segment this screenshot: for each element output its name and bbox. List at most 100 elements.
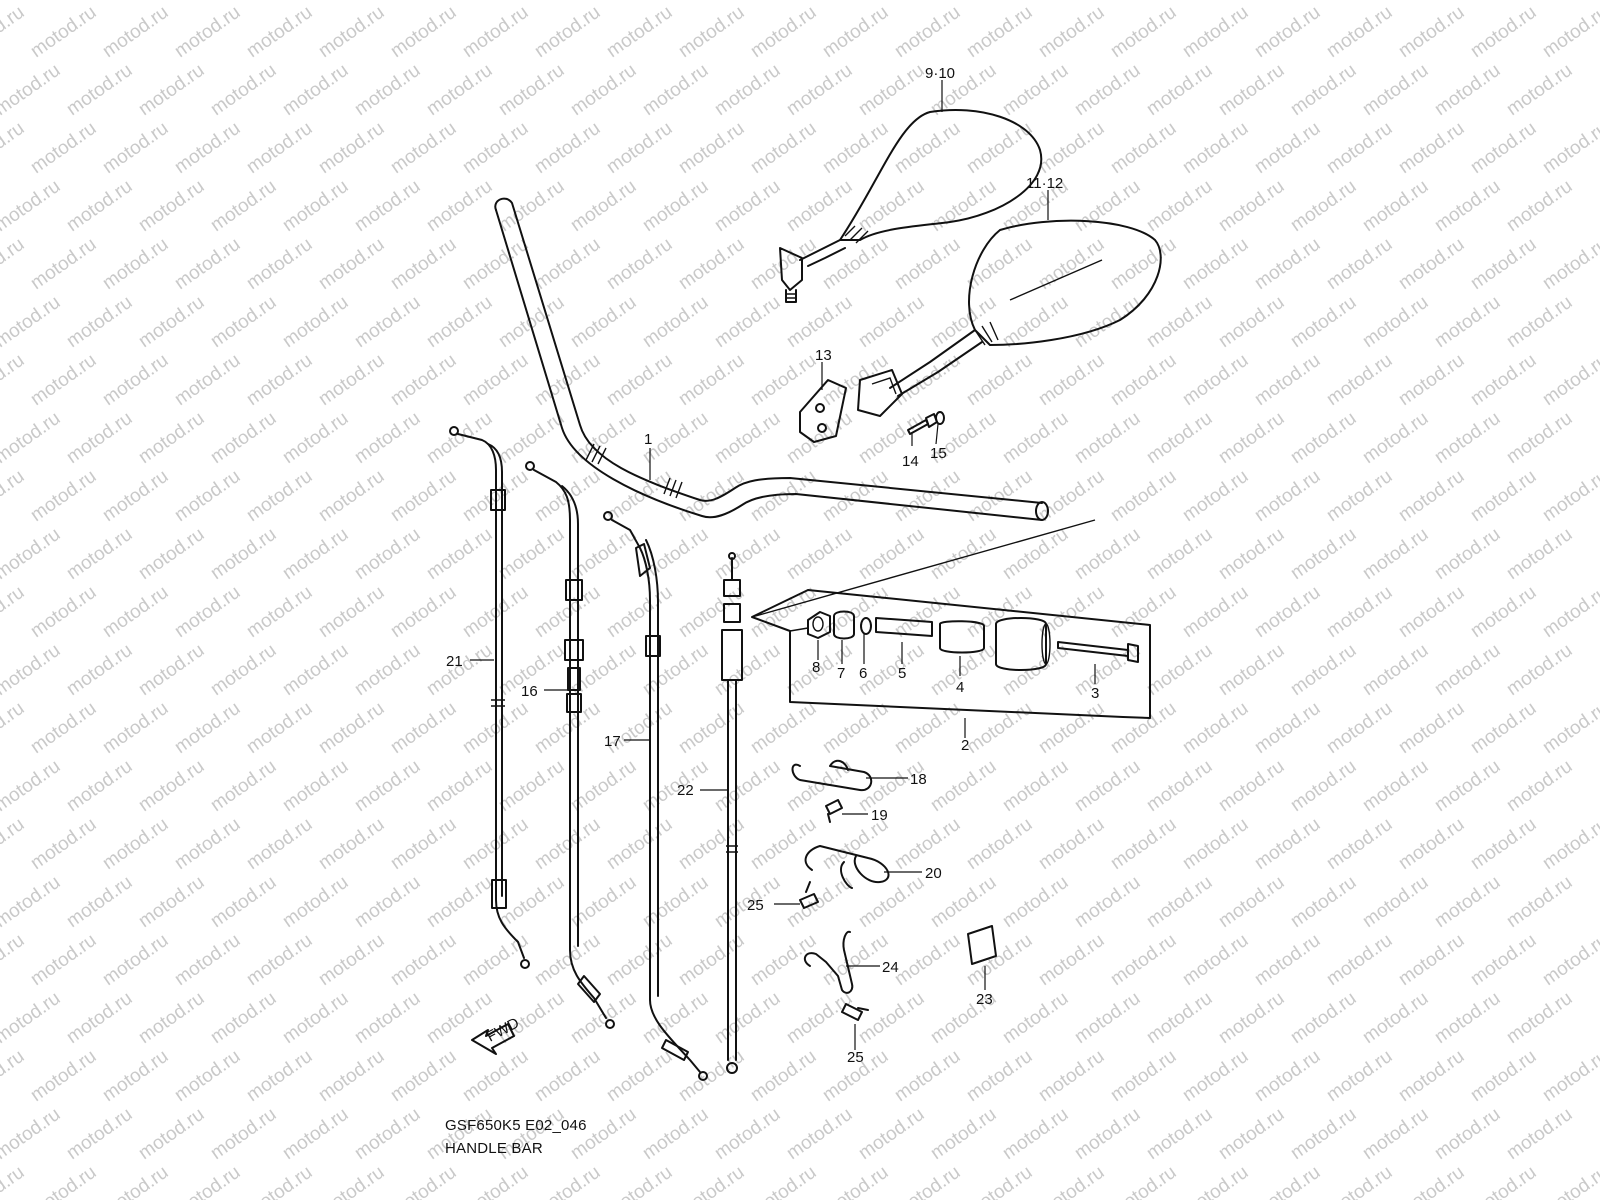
watermark-text: motod.ru xyxy=(1467,1046,1540,1106)
watermark-text: motod.ru xyxy=(1143,1104,1216,1164)
watermark-text: motod.ru xyxy=(675,930,748,990)
watermark-text: motod.ru xyxy=(387,118,460,178)
watermark-text: motod.ru xyxy=(0,524,64,584)
watermark-text: motod.ru xyxy=(207,0,280,4)
watermark-text: motod.ru xyxy=(387,698,460,758)
watermark-text: motod.ru xyxy=(999,872,1072,932)
diagram-code: GSF650K5 E02_046 xyxy=(445,1117,587,1134)
watermark-text: motod.ru xyxy=(1431,756,1504,816)
watermark-text: motod.ru xyxy=(963,814,1036,874)
watermark-text: motod.ru xyxy=(171,930,244,990)
watermark-text: motod.ru xyxy=(207,524,280,584)
watermark-text: motod.ru xyxy=(243,814,316,874)
watermark-text: motod.ru xyxy=(315,582,388,642)
watermark-text: motod.ru xyxy=(1359,292,1432,352)
watermark-text: motod.ru xyxy=(0,1046,28,1106)
watermark-text: motod.ru xyxy=(0,640,64,700)
watermark-text: motod.ru xyxy=(1071,756,1144,816)
callout-22: 22 xyxy=(677,782,694,799)
watermark-text: motod.ru xyxy=(63,524,136,584)
watermark-text: motod.ru xyxy=(243,698,316,758)
callout-19: 19 xyxy=(871,807,888,824)
watermark-text: motod.ru xyxy=(99,234,172,294)
watermark-text: motod.ru xyxy=(783,292,856,352)
watermark-text: motod.ru xyxy=(1215,60,1288,120)
watermark-text: motod.ru xyxy=(171,814,244,874)
watermark-text: motod.ru xyxy=(1323,466,1396,526)
watermark-text: motod.ru xyxy=(1395,1046,1468,1106)
watermark-text: motod.ru xyxy=(1251,234,1324,294)
watermark-text: motod.ru xyxy=(783,408,856,468)
watermark-text: motod.ru xyxy=(1107,234,1180,294)
watermark-text: motod.ru xyxy=(1539,698,1600,758)
watermark-text: motod.ru xyxy=(1035,1162,1108,1200)
watermark-text: motod.ru xyxy=(1323,930,1396,990)
watermark-text: motod.ru xyxy=(1071,872,1144,932)
watermark-text: motod.ru xyxy=(63,756,136,816)
watermark-text: motod.ru xyxy=(171,234,244,294)
watermark-text: motod.ru xyxy=(1215,1104,1288,1164)
watermark-text: motod.ru xyxy=(1539,582,1600,642)
watermark-text: motod.ru xyxy=(243,466,316,526)
watermark-text: motod.ru xyxy=(99,466,172,526)
watermark-text: motod.ru xyxy=(1035,930,1108,990)
watermark-text: motod.ru xyxy=(1431,60,1504,120)
watermark-text: motod.ru xyxy=(1107,118,1180,178)
watermark-text: motod.ru xyxy=(0,698,28,758)
watermark-text: motod.ru xyxy=(1395,118,1468,178)
watermark-text: motod.ru xyxy=(171,466,244,526)
watermark-text: motod.ru xyxy=(783,524,856,584)
watermark-text: motod.ru xyxy=(1467,698,1540,758)
bolt-19 xyxy=(825,799,843,823)
watermark-text: motod.ru xyxy=(63,0,136,4)
watermark-text: motod.ru xyxy=(171,582,244,642)
watermark-text: motod.ru xyxy=(1179,582,1252,642)
callout-13: 13 xyxy=(815,347,832,364)
watermark-text: motod.ru xyxy=(1071,292,1144,352)
mirror-right xyxy=(857,219,1162,417)
watermark-text: motod.ru xyxy=(531,2,604,62)
watermark-text: motod.ru xyxy=(171,118,244,178)
watermark-text: motod.ru xyxy=(711,1104,784,1164)
watermark-text: motod.ru xyxy=(963,118,1036,178)
watermark-text: motod.ru xyxy=(1359,1104,1432,1164)
watermark-text: motod.ru xyxy=(783,60,856,120)
watermark-text: motod.ru xyxy=(603,582,676,642)
watermark-text: motod.ru xyxy=(279,640,352,700)
watermark-text: motod.ru xyxy=(855,176,928,236)
watermark-text: motod.ru xyxy=(1251,582,1324,642)
watermark-text: motod.ru xyxy=(459,2,532,62)
watermark-text: motod.ru xyxy=(1215,524,1288,584)
callout-7: 7 xyxy=(837,665,845,682)
watermark-text: motod.ru xyxy=(1467,814,1540,874)
watermark-text: motod.ru xyxy=(675,2,748,62)
watermark-text: motod.ru xyxy=(819,2,892,62)
watermark-text: motod.ru xyxy=(1179,466,1252,526)
watermark-text: motod.ru xyxy=(1359,872,1432,932)
watermark-text: motod.ru xyxy=(315,814,388,874)
watermark-text: motod.ru xyxy=(1467,1162,1540,1200)
watermark-text: motod.ru xyxy=(27,350,100,410)
watermark-text: motod.ru xyxy=(459,930,532,990)
bar-end-spacer xyxy=(875,617,933,637)
watermark-text: motod.ru xyxy=(1035,814,1108,874)
watermark-text: motod.ru xyxy=(1035,350,1108,410)
watermark-text: motod.ru xyxy=(675,350,748,410)
watermark-text: motod.ru xyxy=(1539,2,1600,62)
cable-16 xyxy=(525,461,615,1029)
watermark-text: motod.ru xyxy=(891,234,964,294)
watermark-text: motod.ru xyxy=(747,1046,820,1106)
watermark-text: motod.ru xyxy=(135,408,208,468)
watermark-text: motod.ru xyxy=(279,988,352,1048)
watermark-text: motod.ru xyxy=(315,1046,388,1106)
callout-21: 21 xyxy=(446,653,463,670)
watermark-text: motod.ru xyxy=(603,1162,676,1200)
watermark-text: motod.ru xyxy=(387,1162,460,1200)
watermark-text: motod.ru xyxy=(1251,698,1324,758)
watermark-text: motod.ru xyxy=(1395,1162,1468,1200)
watermark-text: motod.ru xyxy=(1323,1162,1396,1200)
callout-16: 16 xyxy=(521,683,538,700)
watermark-text: motod.ru xyxy=(279,60,352,120)
watermark-text: motod.ru xyxy=(783,176,856,236)
